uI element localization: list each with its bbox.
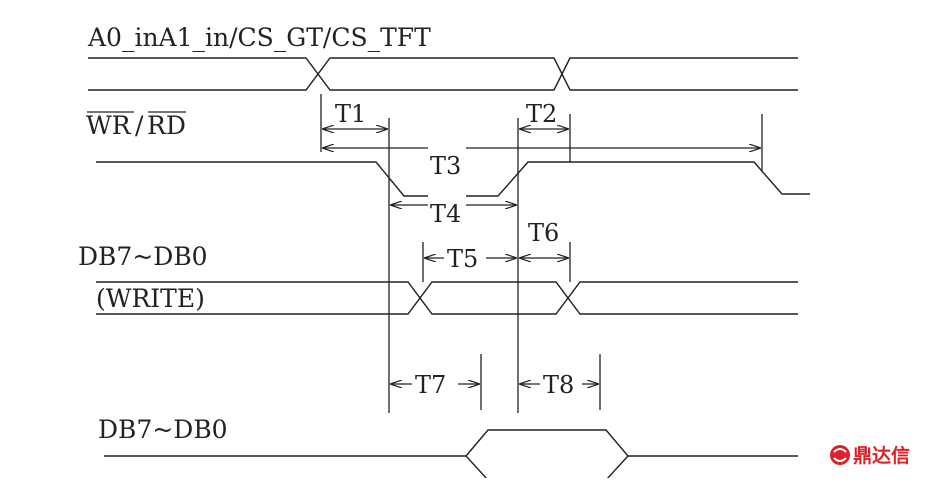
wr-label: WR: [86, 111, 132, 140]
wr-rd-slash: /: [135, 111, 144, 140]
t6-label: T6: [528, 219, 559, 247]
db-write-label: DB7~DB0: [78, 242, 208, 271]
t1-label: T1: [335, 100, 366, 128]
t3-label: T3: [430, 152, 461, 180]
t2-label: T2: [526, 100, 557, 128]
db-read-waveform: [465, 429, 629, 481]
t8-label: T8: [543, 371, 574, 399]
db-read-label: DB7~DB0: [98, 415, 228, 444]
db-write-mode-label: (WRITE): [96, 284, 205, 313]
wr-rd-waveform: [96, 161, 810, 197]
t7-label: T7: [415, 371, 446, 399]
rd-label: RD: [147, 111, 186, 140]
t5-label: T5: [447, 245, 478, 273]
addr-cs-label: A0_inA1_in/CS_GT/CS_TFT: [87, 23, 431, 52]
addr-cs-waveform: [88, 57, 798, 91]
watermark: 鼎达信: [830, 444, 910, 467]
t4-label: T4: [430, 200, 461, 228]
db-write-waveform: [96, 281, 798, 315]
dingdaxin-logo-icon: [830, 445, 850, 465]
watermark-text: 鼎达信: [853, 444, 910, 467]
